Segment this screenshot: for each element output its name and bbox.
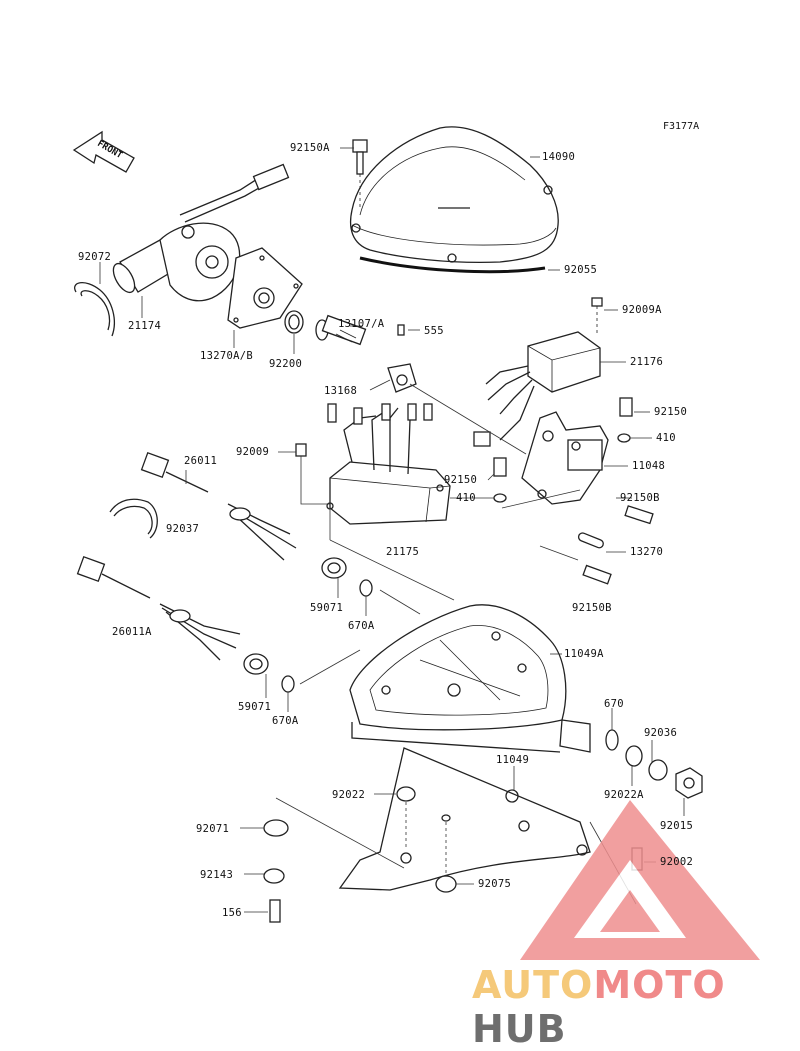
nut-92143 xyxy=(263,868,285,884)
oring-670A-b xyxy=(281,675,295,693)
washer-410-a xyxy=(617,433,631,443)
oring-670A-a xyxy=(359,579,373,597)
motor-21174 xyxy=(112,163,290,302)
label-670: 670 xyxy=(604,698,624,710)
label-11049A: 11049A xyxy=(564,648,604,660)
label-92036: 92036 xyxy=(644,727,678,739)
label-555: 555 xyxy=(424,325,444,337)
watermark-logo: AUTOMOTO HUB xyxy=(472,963,800,1051)
screw-92009A xyxy=(591,297,603,336)
case-11049A xyxy=(349,604,591,753)
label-92022A: 92022A xyxy=(604,789,644,801)
small-washer xyxy=(441,814,451,822)
label-92200: 92200 xyxy=(269,358,303,370)
label-92037: 92037 xyxy=(166,523,200,535)
label-13168: 13168 xyxy=(324,385,358,397)
leader-lines xyxy=(99,147,685,913)
pin-13270 xyxy=(577,532,604,549)
figure-code: F3177A xyxy=(663,121,700,132)
plate-11049 xyxy=(338,747,591,891)
label-410-b: 410 xyxy=(456,492,476,504)
label-92072: 92072 xyxy=(78,251,112,263)
label-21174: 21174 xyxy=(128,320,162,332)
harness-26011 xyxy=(140,451,297,561)
watermark-hub: HUB xyxy=(472,1007,567,1051)
label-92143: 92143 xyxy=(200,869,234,881)
label-92075: 92075 xyxy=(478,878,512,890)
bolt-92150B-2 xyxy=(582,564,612,585)
bolt-92150-b xyxy=(493,457,507,477)
label-92150: 92150 xyxy=(654,406,688,418)
label-156: 156 xyxy=(222,907,242,919)
label-11049: 11049 xyxy=(496,754,530,766)
label-92009A: 92009A xyxy=(622,304,662,316)
label-92150B-2: 92150B xyxy=(572,602,612,614)
plate-13270AB xyxy=(227,247,303,329)
band-92037 xyxy=(109,498,158,539)
cover-14090 xyxy=(349,126,559,274)
label-14090: 14090 xyxy=(542,151,576,163)
washer-410-b xyxy=(493,493,507,503)
module-21176 xyxy=(473,331,601,447)
label-92071: 92071 xyxy=(196,823,230,835)
bolt-92150 xyxy=(619,397,633,417)
label-410-a: 410 xyxy=(656,432,676,444)
label-92002: 92002 xyxy=(660,856,694,868)
label-59071-a: 59071 xyxy=(310,602,344,614)
knob-13168 xyxy=(387,363,417,393)
label-59071-b: 59071 xyxy=(238,701,272,713)
label-92150-b: 92150 xyxy=(444,474,478,486)
bolt-156 xyxy=(269,899,281,923)
front-arrow-icon xyxy=(72,130,135,173)
label-21175: 21175 xyxy=(386,546,420,558)
oring-670 xyxy=(605,729,619,751)
label-92150B-1: 92150B xyxy=(620,492,660,504)
watermark-auto: AUTO xyxy=(472,963,594,1007)
damper-92075 xyxy=(435,875,457,893)
grommet-59071-b xyxy=(243,653,269,675)
label-26011: 26011 xyxy=(184,455,218,467)
pin-555 xyxy=(397,324,405,336)
label-13270AB: 13270A/B xyxy=(200,350,253,362)
label-11048: 11048 xyxy=(632,460,666,472)
bracket-11048 xyxy=(521,411,609,505)
harness-26011A xyxy=(76,555,241,661)
nut-92015 xyxy=(675,767,703,799)
cable-13107A xyxy=(315,314,367,346)
label-26011A: 26011A xyxy=(112,626,152,638)
bush-92036 xyxy=(648,759,668,781)
watermark-moto: MOTO xyxy=(593,963,726,1007)
label-92055: 92055 xyxy=(564,264,598,276)
label-13107A: 13107/A xyxy=(338,318,385,330)
bolt-92150B-1 xyxy=(624,505,654,525)
band-92072 xyxy=(74,282,115,337)
watermark-triangle-icon xyxy=(520,800,760,960)
damper-92022 xyxy=(396,786,416,802)
label-92022: 92022 xyxy=(332,789,366,801)
label-92009: 92009 xyxy=(236,446,270,458)
screw-92009 xyxy=(295,443,330,505)
label-670A-a: 670A xyxy=(348,620,375,632)
grommet-59071-a xyxy=(321,557,347,579)
label-92015: 92015 xyxy=(660,820,694,832)
label-13270: 13270 xyxy=(630,546,664,558)
label-21176: 21176 xyxy=(630,356,664,368)
bolt-92150A xyxy=(352,139,368,208)
label-670A-b: 670A xyxy=(272,715,299,727)
ring-92200 xyxy=(284,310,304,334)
box-21175 xyxy=(326,403,451,525)
label-92150A: 92150A xyxy=(290,142,330,154)
washer-92022A xyxy=(625,745,643,767)
damper-92071 xyxy=(263,819,289,837)
